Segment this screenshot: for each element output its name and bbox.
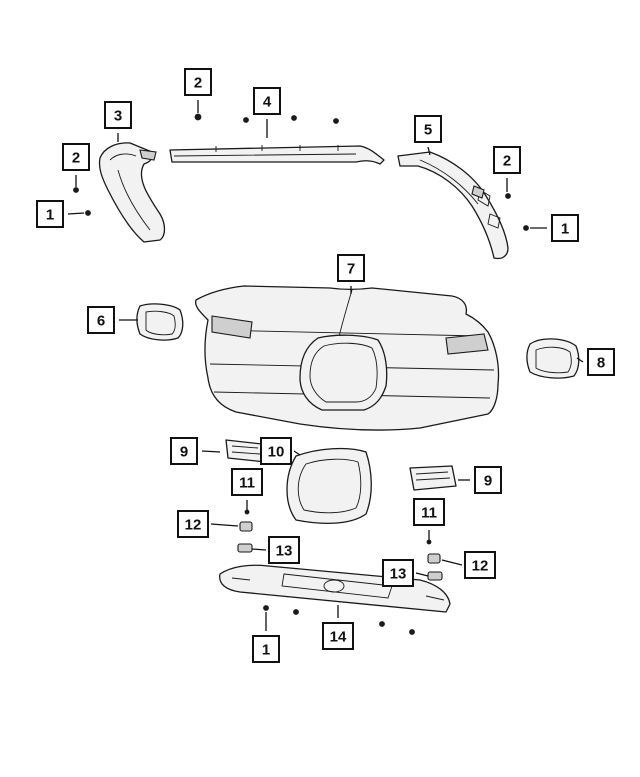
callout-label: 1 [262,642,270,659]
part-9-right-bracket [409,465,457,491]
callout-c10: 10 [260,437,301,465]
small-clips [237,509,443,581]
callout-box [231,468,263,496]
leader-line [441,559,463,566]
callout-c6: 6 [87,306,138,334]
callout-c11-right: 11 [413,498,445,540]
callout-box [268,536,300,564]
callout-box [177,510,209,538]
callout-box [413,498,445,526]
header-fasteners [194,113,339,124]
callout-box [337,254,365,282]
callout-c5: 5 [414,115,442,156]
callout-label: 4 [263,94,272,111]
part-5-right-pillar-trim [397,151,509,260]
leader-line [201,450,221,453]
leader-line [251,548,267,551]
callout-c7: 7 [337,254,365,294]
callout-label: 6 [97,313,105,330]
callout-box [170,437,198,465]
part-8-right-pull-cup [526,338,580,379]
callout-label: 2 [503,153,511,170]
part-3-left-pillar-trim [98,142,166,243]
callout-c12-left: 12 [177,510,239,538]
callout-box [104,101,132,129]
leader-line [427,146,431,156]
callout-c3: 3 [104,101,132,142]
callout-label: 14 [330,629,347,646]
callout-box [474,466,502,494]
callout-label: 9 [180,444,188,461]
callout-box [382,559,414,587]
part-10-cover [286,447,372,524]
callout-box [322,622,354,650]
callout-box [551,214,579,242]
callout-label: 11 [239,475,255,492]
callout-c11-left: 11 [231,468,263,510]
callout-label: 5 [424,122,432,139]
callout-box [87,306,115,334]
callout-c8: 8 [576,348,615,376]
callout-label: 2 [194,75,202,92]
callout-box [184,68,212,96]
bottom-fasteners [263,605,415,635]
callout-c14: 14 [322,605,354,650]
side-fasteners [73,187,529,231]
callout-c2-right: 2 [493,146,521,192]
callout-label: 7 [347,261,355,278]
callout-label: 1 [561,221,569,238]
leader-line [576,357,584,363]
callout-label: 13 [276,543,293,560]
callout-box [260,437,292,465]
callout-label: 9 [484,473,492,490]
callout-c13-left: 13 [251,536,300,564]
part-7-liftgate-panel [194,285,500,431]
part-4-header-trim [169,145,385,165]
callout-box [414,115,442,143]
callout-box [252,635,280,663]
leader-line [67,212,85,215]
callout-c1-bottom: 1 [252,612,280,663]
callout-box [36,200,64,228]
callout-label: 8 [597,355,605,372]
callout-box [62,143,90,171]
callout-label: 12 [472,558,489,575]
leader-line [415,572,429,577]
callout-box [493,146,521,174]
callout-box [253,87,281,115]
callout-box [464,551,496,579]
callout-label: 3 [114,108,122,125]
callout-box [587,348,615,376]
callout-c9-left: 9 [170,437,221,465]
callout-label: 10 [268,444,285,461]
part-14-sill-trim [219,564,451,613]
callout-label: 12 [185,517,202,534]
leader-line [293,450,301,456]
callout-label: 11 [421,505,437,522]
callout-label: 1 [46,207,54,224]
callout-c1-right: 1 [530,214,579,242]
leader-line [210,523,239,527]
callout-label: 13 [390,566,407,583]
callout-c2-top: 2 [184,68,212,113]
callout-c1-left: 1 [36,200,85,228]
callout-c9-right: 9 [458,466,502,494]
callout-c4: 4 [253,87,281,138]
callout-c2-left: 2 [62,143,90,187]
callout-c12-right: 12 [441,551,496,579]
part-6-left-pull-cup [136,303,184,341]
callout-c13-right: 13 [382,559,429,587]
callout-label: 2 [72,150,80,167]
